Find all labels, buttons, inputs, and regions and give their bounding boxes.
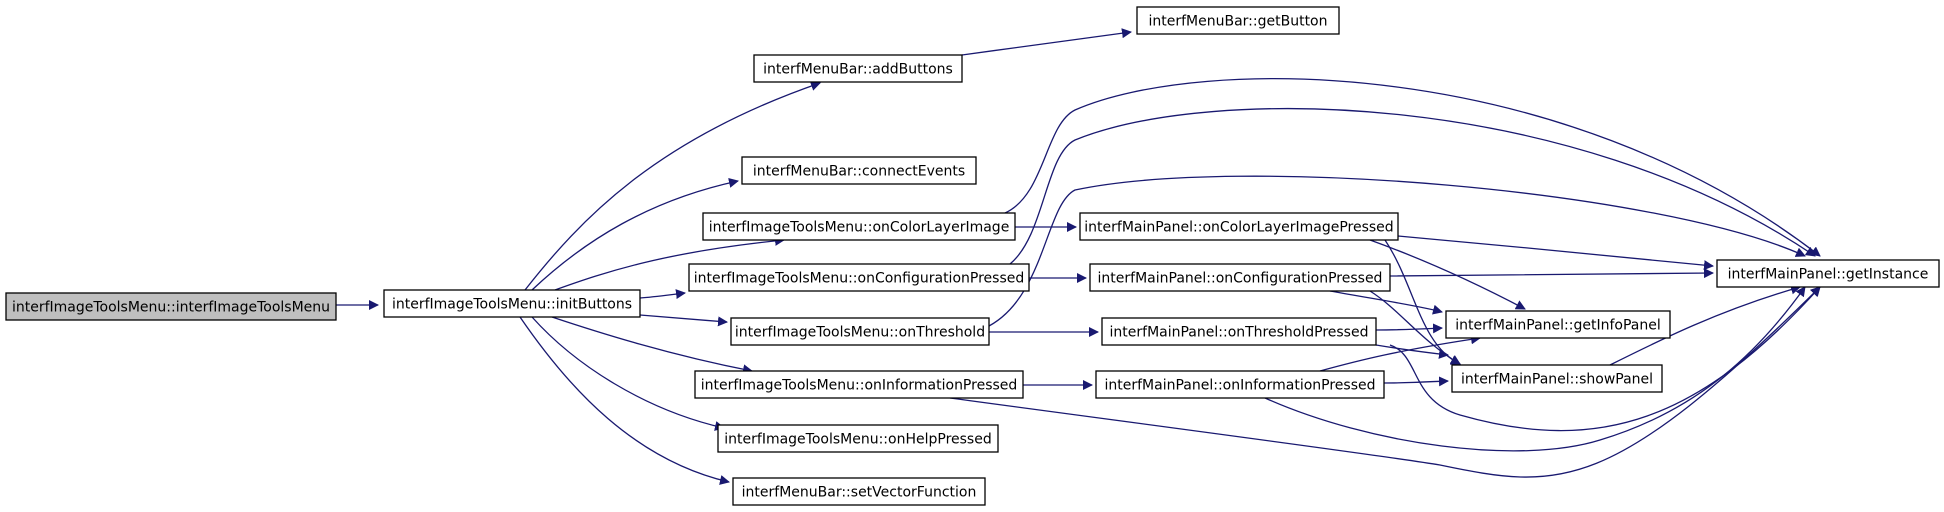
node-box[interactable]: [741, 156, 977, 185]
graph-node[interactable]: interfMenuBar::getButton: [1136, 6, 1340, 35]
node-box[interactable]: [1079, 212, 1399, 241]
edge-layer: [336, 28, 1821, 485]
edge-n2-n3: [961, 28, 1132, 56]
graph-node[interactable]: interfMenuBar::addButtons: [753, 54, 963, 83]
edge-n12-n15: [1389, 268, 1714, 279]
edge-n13-n17: [1375, 344, 1449, 359]
edge-n7-n15: [984, 175, 1806, 329]
node-label: interfImageToolsMenu::initButtons: [392, 297, 632, 313]
graph-node[interactable]: interfImageToolsMenu::initButtons: [383, 289, 641, 318]
graph-node[interactable]: interfMainPanel::onColorLayerImagePresse…: [1079, 212, 1399, 241]
edge-n1-n5: [554, 235, 785, 291]
node-box[interactable]: [694, 370, 1024, 399]
graph-node[interactable]: interfMainPanel::onInformationPressed: [1095, 370, 1385, 399]
edge-n1-n8: [551, 316, 753, 375]
graph-node[interactable]: interfMainPanel::onConfigurationPressed: [1089, 263, 1391, 292]
edge-n13-n15: [1389, 286, 1821, 432]
edge-n6-n15: [1009, 107, 1816, 265]
node-box[interactable]: [1445, 310, 1671, 339]
graph-node[interactable]: interfMainPanel::getInfoPanel: [1445, 310, 1671, 339]
node-box[interactable]: [717, 424, 999, 453]
graph-node[interactable]: interfMenuBar::connectEvents: [741, 156, 977, 185]
edge-n12-n16: [1329, 290, 1443, 315]
graph-node[interactable]: interfMainPanel::getInstance: [1716, 259, 1940, 288]
edge-n17-n15: [1609, 284, 1801, 366]
node-box[interactable]: [1095, 370, 1385, 399]
graph-node[interactable]: interfImageToolsMenu::interfImageToolsMe…: [5, 292, 337, 321]
node-label: interfMainPanel::getInfoPanel: [1455, 318, 1660, 334]
node-label: interfMainPanel::onThresholdPressed: [1110, 325, 1369, 341]
node-box[interactable]: [753, 54, 963, 83]
edge-n14-n17: [1383, 376, 1449, 387]
edge-n1-n10: [519, 316, 730, 485]
node-label: interfMainPanel::getInstance: [1728, 267, 1929, 283]
graph-node[interactable]: interfImageToolsMenu::onThreshold: [730, 317, 990, 346]
edge-n1-n9: [531, 316, 725, 431]
graph-node[interactable]: interfImageToolsMenu::onConfigurationPre…: [688, 263, 1030, 292]
node-label: interfMainPanel::showPanel: [1461, 372, 1653, 388]
graph-node[interactable]: interfMainPanel::onThresholdPressed: [1101, 317, 1377, 346]
graph-node[interactable]: interfMainPanel::showPanel: [1451, 364, 1663, 393]
node-box[interactable]: [702, 212, 1016, 241]
edge-n8-n15: [949, 286, 1821, 478]
node-label: interfImageToolsMenu::onColorLayerImage: [709, 220, 1010, 236]
node-box[interactable]: [1089, 263, 1391, 292]
node-label: interfMenuBar::connectEvents: [753, 164, 965, 180]
node-box[interactable]: [732, 477, 986, 506]
node-box[interactable]: [730, 317, 990, 346]
graph-node[interactable]: interfMenuBar::setVectorFunction: [732, 477, 986, 506]
edge-n14-n16: [1319, 334, 1481, 372]
node-label: interfMenuBar::getButton: [1149, 14, 1328, 30]
edge-n14-n15: [1264, 286, 1806, 452]
node-label: interfImageToolsMenu::onInformationPress…: [701, 378, 1018, 394]
edge-n5-n15: [1004, 78, 1821, 257]
node-label: interfMainPanel::onColorLayerImagePresse…: [1084, 220, 1393, 236]
graph-node[interactable]: interfImageToolsMenu::onInformationPress…: [694, 370, 1024, 399]
node-box[interactable]: [5, 292, 337, 321]
edge-n1-n7: [639, 314, 728, 327]
node-layer: interfImageToolsMenu::interfImageToolsMe…: [5, 6, 1940, 506]
node-box[interactable]: [1101, 317, 1377, 346]
node-label: interfImageToolsMenu::onThreshold: [735, 325, 985, 341]
node-label: interfMainPanel::onConfigurationPressed: [1098, 271, 1383, 287]
edge-n1-n4: [531, 178, 739, 291]
edge-n1-n6: [639, 289, 686, 300]
graph-node[interactable]: interfImageToolsMenu::onColorLayerImage: [702, 212, 1016, 241]
graph-node[interactable]: interfImageToolsMenu::onHelpPressed: [717, 424, 999, 453]
edge-n1-n2: [524, 81, 821, 291]
node-box[interactable]: [1716, 259, 1940, 288]
node-box[interactable]: [688, 263, 1030, 292]
node-label: interfMenuBar::setVectorFunction: [742, 485, 977, 501]
node-label: interfMainPanel::onInformationPressed: [1105, 378, 1376, 394]
edge-n13-n16: [1375, 323, 1443, 334]
node-label: interfImageToolsMenu::interfImageToolsMe…: [12, 300, 330, 316]
node-label: interfImageToolsMenu::onConfigurationPre…: [694, 271, 1024, 287]
edge-n11-n16: [1369, 239, 1526, 310]
node-box[interactable]: [383, 289, 641, 318]
node-label: interfMenuBar::addButtons: [763, 62, 953, 78]
node-label: interfImageToolsMenu::onHelpPressed: [724, 432, 991, 448]
node-box[interactable]: [1451, 364, 1663, 393]
edge-n11-n15: [1397, 235, 1714, 271]
node-box[interactable]: [1136, 6, 1340, 35]
